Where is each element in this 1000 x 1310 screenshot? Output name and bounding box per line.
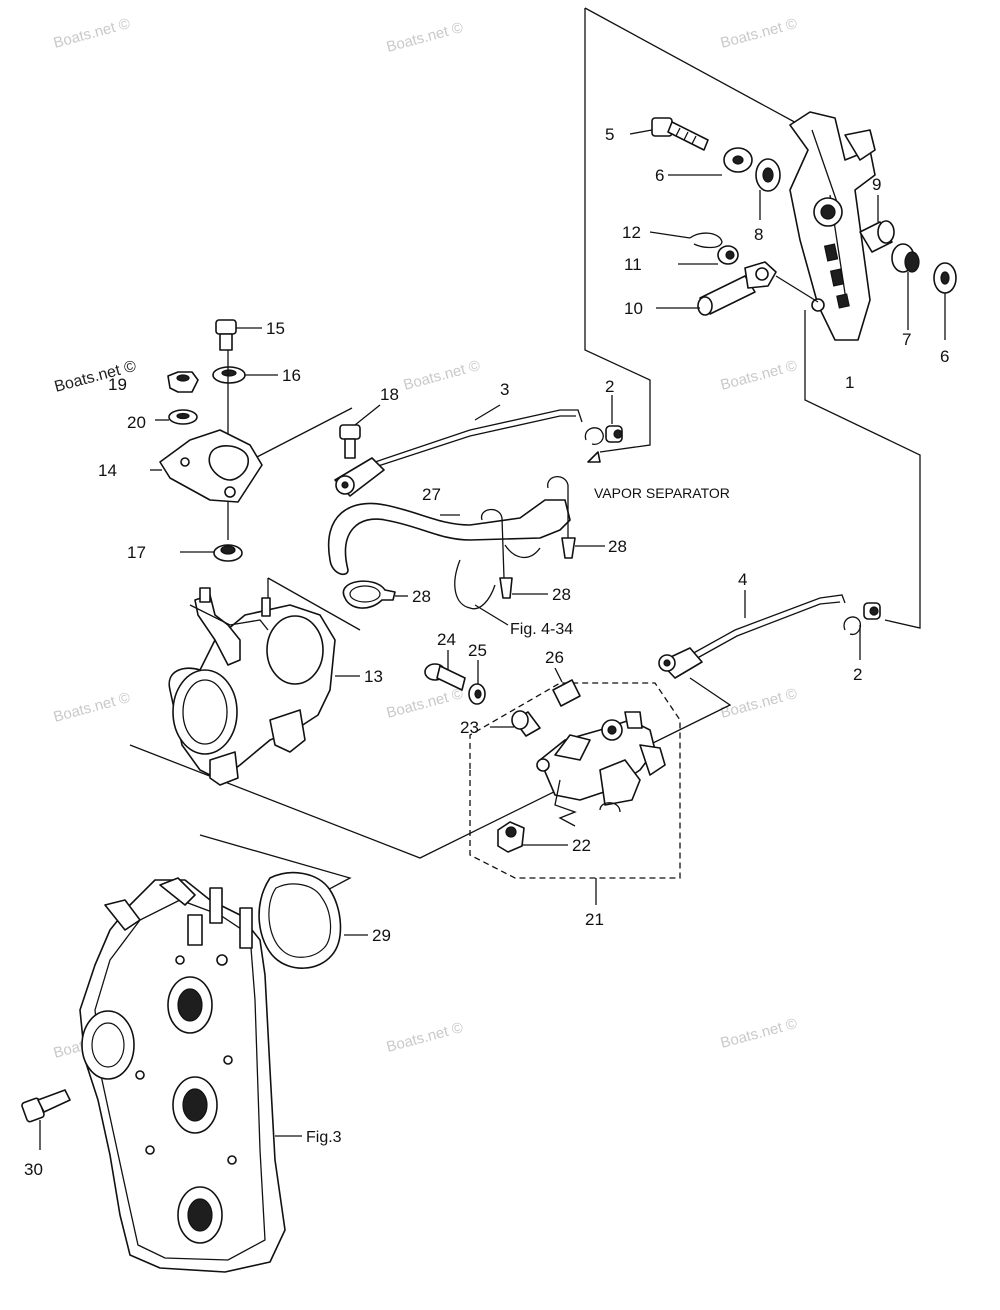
hose-27 (327, 499, 571, 610)
gasket-29 (258, 871, 368, 969)
washer-6b (933, 262, 957, 340)
callout-28: 28 (552, 585, 571, 604)
throttle-rod-3 (334, 404, 583, 497)
callout-11: 11 (624, 255, 642, 274)
nut-19 (167, 371, 199, 393)
bushing-22 (497, 821, 568, 853)
callout-8: 8 (754, 225, 763, 244)
watermark: Boats.net © (719, 357, 799, 394)
bolt-30 (21, 1089, 71, 1150)
watermark: Boats.net © (52, 689, 132, 726)
bracket-14 (150, 429, 263, 503)
watermark: Boats.net © (385, 685, 465, 722)
fig-4-34-reference: Fig. 4-34 (510, 621, 573, 638)
callout-26: 26 (545, 648, 564, 667)
grommet-17 (180, 544, 243, 562)
pivot-18 (339, 404, 381, 459)
bolt-24 (424, 650, 466, 691)
washer-20 (155, 409, 198, 425)
callout-30: 30 (24, 1160, 43, 1179)
plate-26 (552, 667, 581, 707)
callout-20: 20 (127, 413, 146, 432)
callout-4: 4 (738, 570, 747, 589)
washer-6 (668, 147, 753, 176)
callout-3: 3 (500, 380, 509, 399)
watermark: Boats.net © (52, 15, 132, 52)
rod-4 (658, 590, 846, 679)
callout-27: 27 (422, 485, 441, 504)
watermark: Boats.net © (402, 357, 482, 394)
callout-9: 9 (872, 175, 881, 194)
clip-2a (584, 395, 623, 445)
callout-18: 18 (380, 385, 399, 404)
sleeve-10 (656, 261, 819, 316)
callout-16: 16 (282, 366, 301, 385)
callout-28: 28 (412, 587, 431, 606)
throttle-lever (789, 111, 876, 341)
watermark: Boats.net © (719, 685, 799, 722)
callout-7: 7 (902, 330, 911, 349)
fig-3-reference: Fig.3 (306, 1129, 342, 1146)
callout-23: 23 (460, 718, 479, 737)
callout-10: 10 (624, 299, 643, 318)
vapor-separator-arrow (587, 451, 601, 463)
watermark: Boats.net © (719, 15, 799, 52)
clip-2b (843, 602, 881, 660)
callout-19: 19 (108, 375, 127, 394)
callout-29: 29 (372, 926, 391, 945)
watermark: Boats.net © (385, 1019, 465, 1056)
callout-22: 22 (572, 836, 591, 855)
watermark: Boats.net © (719, 1015, 799, 1052)
vapor-separator-label: VAPOR SEPARATOR (594, 485, 730, 501)
clamp-28a (547, 476, 605, 559)
clamp-28b (480, 508, 548, 599)
collar-9 (859, 195, 895, 253)
callout-25: 25 (468, 641, 487, 660)
callout-6: 6 (940, 347, 949, 366)
watermark: Boats.net © (385, 19, 465, 56)
callout-5: 5 (605, 125, 614, 144)
lever-assembly-outline (584, 7, 801, 453)
callout-12: 12 (622, 223, 641, 242)
callout-1: 1 (845, 373, 854, 392)
washer-8 (755, 158, 781, 220)
callout-28: 28 (608, 537, 627, 556)
ball-joint-11 (678, 245, 739, 265)
bolt-15 (215, 319, 262, 351)
callout-24: 24 (437, 630, 456, 649)
link-kit-outline (469, 682, 681, 879)
link-assembly-21 (536, 711, 666, 827)
callout-13: 13 (364, 667, 383, 686)
callout-14: 14 (98, 461, 117, 480)
fig-4-34-leader (474, 604, 509, 626)
washer-16 (212, 366, 278, 384)
callout-2: 2 (605, 377, 614, 396)
callout-21: 21 (585, 910, 604, 929)
callout-17: 17 (127, 543, 146, 562)
callout-6: 6 (655, 166, 664, 185)
bolt-5 (629, 117, 709, 151)
bushing-7 (891, 243, 920, 330)
callout-labels: 1 2 2 3 4 5 6 6 7 8 9 10 11 12 13 14 15 … (24, 125, 949, 1179)
lever-link-outline (804, 310, 921, 629)
intake-manifold-block (79, 877, 302, 1273)
throttle-body-13 (168, 587, 360, 786)
collar-23 (490, 710, 541, 737)
washer-25 (468, 660, 486, 705)
bracket-guide (254, 407, 361, 631)
callout-2: 2 (853, 665, 862, 684)
clip-12 (649, 231, 723, 249)
callout-15: 15 (266, 319, 285, 338)
clamp-28c (342, 580, 408, 609)
